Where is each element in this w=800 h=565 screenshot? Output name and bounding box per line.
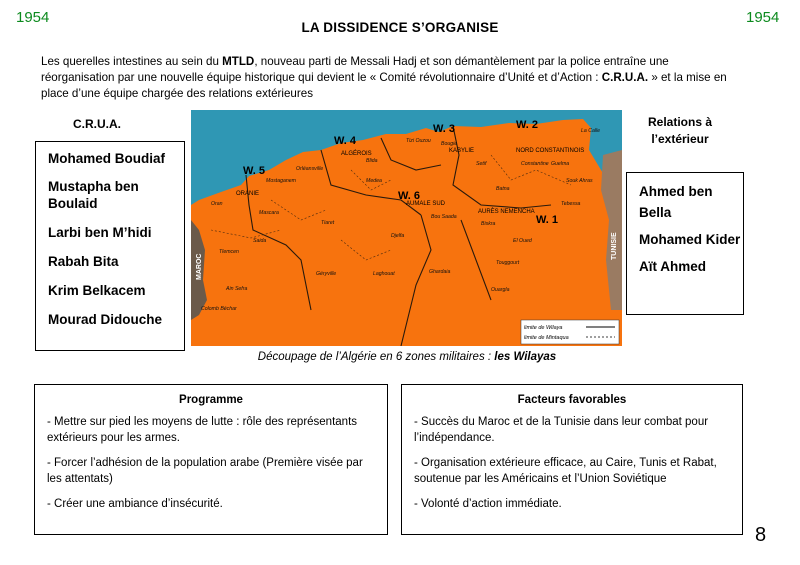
- morocco-label: MAROC: [196, 254, 203, 280]
- town-label: Ghardaia: [429, 269, 450, 275]
- map-land: [191, 119, 622, 346]
- mintaqua-border: [270, 199, 327, 221]
- facteurs-title: Facteurs favorables: [517, 394, 627, 406]
- intro-paragraph: Les querelles intestines au sein du MTLD…: [41, 54, 731, 102]
- zone-label: AURÈS NEMENCHA: [478, 208, 535, 215]
- town-label: Mascara: [259, 210, 279, 216]
- wilaya-label: W. 4: [334, 135, 357, 147]
- wilaya-label: W. 5: [243, 165, 265, 177]
- zone-label: NORD CONSTANTINOIS: [516, 148, 584, 154]
- intro-text-3: » et la mise en place d’une équipe charg…: [41, 71, 727, 100]
- map-legend: limite de Wilaya limite de Mintaqua: [520, 319, 620, 345]
- town-label: Géryville: [316, 271, 336, 277]
- town-label: Constantine: [521, 161, 549, 167]
- facteurs-item: - Succès du Maroc et de la Tunisie dans …: [414, 416, 709, 444]
- tunisia-label: TUNISIE: [611, 232, 618, 260]
- page-title: LA DISSIDENCE S’ORGANISE: [301, 20, 499, 35]
- wilaya-label: W. 2: [516, 119, 538, 131]
- zone-label: ALGÉROIS: [341, 150, 372, 157]
- programme-item: - Forcer l’adhésion de la population ara…: [47, 457, 363, 485]
- town-label: Tiaret: [321, 220, 335, 226]
- wilaya-label: W. 3: [433, 123, 455, 135]
- legend-box: [520, 319, 620, 345]
- town-label: La Calle: [581, 128, 600, 134]
- intro-text-1: Les querelles intestines au sein du: [41, 55, 223, 68]
- town-label: Tizi Ouzou: [406, 138, 431, 144]
- mintaqua-border: [210, 229, 282, 239]
- mintaqua-border: [350, 169, 392, 191]
- crua-member: Mustapha ben Boulaid: [48, 179, 139, 211]
- town-label: Saida: [253, 238, 266, 244]
- zone-label: ORANIE: [236, 191, 259, 197]
- town-label: Souk Ahras: [566, 178, 593, 184]
- town-label: Ouargla: [491, 287, 510, 293]
- crua-member: Mohamed Boudiaf: [48, 151, 165, 166]
- programme-panel: Programme - Mettre sur pied les moyens d…: [34, 384, 388, 535]
- programme-item: - Créer une ambiance d’insécurité.: [47, 498, 223, 510]
- town-label: Mostaganem: [266, 178, 297, 184]
- legend-item: limite de Wilaya: [524, 325, 562, 331]
- town-label: Tebessa: [561, 201, 581, 207]
- town-label: Ain Sefra: [225, 286, 247, 292]
- town-label: Bougie: [441, 141, 457, 147]
- page-number: 8: [755, 524, 767, 546]
- intro-bold-mtld: MTLD: [222, 55, 255, 68]
- mintaqua-border: [490, 154, 572, 186]
- legend-item: limite de Mintaqua: [524, 335, 569, 341]
- relations-member: Ahmed ben Bella: [639, 184, 713, 220]
- wilaya-border: [452, 125, 552, 209]
- map-caption: Découpage de l’Algérie en 6 zones milita…: [190, 351, 624, 363]
- town-label: Guelma: [551, 161, 569, 167]
- crua-member: Larbi ben M’hidi: [48, 225, 152, 240]
- relations-label: Relations à l’extérieur: [647, 115, 713, 146]
- town-label: Tlemcen: [219, 249, 239, 255]
- wilaya-border: [380, 137, 442, 171]
- crua-members-box: Mohamed Boudiaf Mustapha ben Boulaid Lar…: [35, 141, 185, 351]
- relations-member: Aït Ahmed: [639, 259, 706, 274]
- programme-title: Programme: [179, 394, 243, 406]
- town-label: Touggourt: [496, 260, 520, 266]
- map-tunisia: [601, 150, 622, 310]
- crua-member: Krim Belkacem: [48, 283, 146, 298]
- wilayas-map: W. 1 W. 2 W. 3 W. 4 W. 5 W. 6 ALGÉROIS O…: [191, 110, 622, 346]
- town-label: Setif: [476, 161, 487, 167]
- town-label: Djelfa: [391, 233, 404, 239]
- wilaya-label: W. 1: [536, 214, 558, 226]
- year-right: 1954: [746, 9, 780, 26]
- caption-text: Découpage de l’Algérie en 6 zones milita…: [257, 351, 495, 363]
- map-morocco: [191, 220, 207, 320]
- facteurs-item: - Volonté d’action immédiate.: [414, 498, 562, 510]
- facteurs-item: - Organisation extérieure efficace, au C…: [414, 457, 717, 485]
- wilaya-border: [320, 149, 422, 216]
- town-label: Laghouat: [373, 271, 395, 277]
- town-label: Medea: [366, 178, 382, 184]
- wilaya-border: [245, 174, 312, 311]
- zone-label: KABYLIE: [449, 148, 474, 154]
- crua-member: Rabah Bita: [48, 254, 119, 269]
- relations-members-box: Ahmed ben Bella Mohamed Kider Aït Ahmed: [626, 172, 744, 315]
- wilaya-label: W. 6: [398, 190, 420, 202]
- crua-label: C.R.U.A.: [73, 117, 121, 131]
- zone-label: AUMALE SUD: [406, 201, 446, 207]
- programme-item: - Mettre sur pied les moyens de lutte : …: [47, 416, 358, 444]
- town-label: Oran: [211, 201, 223, 207]
- caption-bold: les Wilayas: [494, 351, 557, 363]
- wilaya-border: [460, 219, 492, 301]
- relations-member: Mohamed Kider: [639, 232, 741, 247]
- town-label: Orléansville: [296, 166, 323, 172]
- mintaqua-border: [340, 239, 392, 261]
- intro-bold-crua: C.R.U.A.: [601, 71, 649, 84]
- town-label: Colomb Béchar: [201, 306, 237, 312]
- town-label: Bou Saada: [431, 214, 457, 220]
- town-label: El Oued: [513, 238, 533, 244]
- town-label: Blida: [366, 158, 378, 164]
- facteurs-panel: Facteurs favorables - Succès du Maroc et…: [401, 384, 743, 535]
- intro-text-2: , nouveau parti de Messali Hadj et son d…: [41, 55, 669, 84]
- town-label: Biskra: [481, 221, 496, 227]
- town-label: Batna: [496, 186, 510, 192]
- year-left: 1954: [16, 9, 50, 26]
- crua-member: Mourad Didouche: [48, 312, 162, 327]
- wilaya-border: [400, 214, 432, 346]
